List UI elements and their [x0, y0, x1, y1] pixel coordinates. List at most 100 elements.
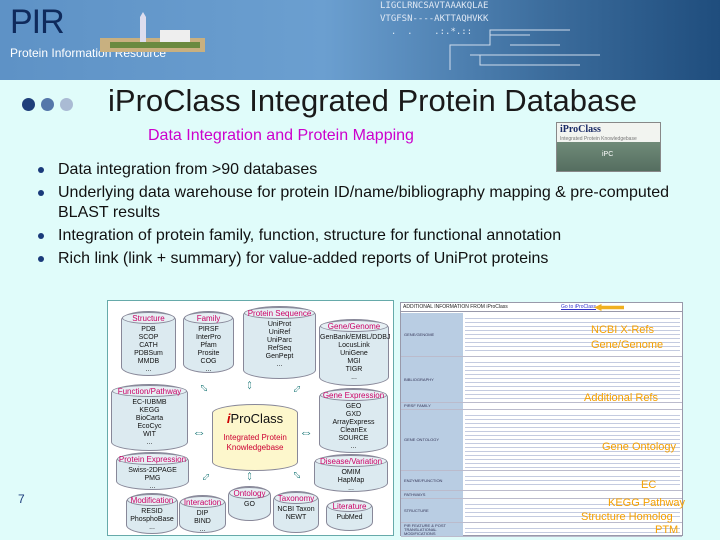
bullet-dot: [60, 98, 73, 111]
double-arrow-icon: ⇔: [194, 465, 216, 487]
report-row-content: [465, 359, 680, 400]
logo-center-label: iPC: [602, 151, 614, 158]
database-list: Swiss-2DPAGE PMG ...: [128, 467, 177, 490]
database-list: UniProt UniRef UniParc RefSeq GenPept ..…: [265, 321, 294, 368]
skyline-image: [100, 12, 205, 52]
pir-banner: PIR Protein Information Resource LIGCLRN…: [0, 0, 720, 80]
bullet-item: Data integration from >90 databases: [38, 160, 708, 180]
report-row: GENE ONTOLOGY: [401, 410, 682, 471]
double-arrow-icon: ⇔: [194, 376, 216, 398]
report-row: PIR FEATURE & POST TRANSLATIONAL MODIFIC…: [401, 523, 682, 537]
database-category-label: Ontology: [229, 487, 270, 499]
double-arrow-icon: ⇔: [243, 378, 259, 392]
annotation-overlay: EC: [641, 479, 657, 491]
sequence-alignment: LIGCLRNCSAVTAAAKQLAE VTGFSN----AKTTAQHVKK…: [380, 0, 488, 39]
sequence-line: . . .:.*.::: [380, 27, 473, 37]
center-description: Integrated Protein Knowledgebase: [223, 433, 287, 452]
report-row: PATHWAYS: [401, 491, 682, 499]
double-arrow-icon: ⇔: [192, 424, 206, 440]
report-row-label: STRUCTURE: [401, 499, 463, 522]
database-list: PubMed: [336, 514, 363, 521]
iproclass-logo-image: iProClass Integrated Protein Knowledgeba…: [556, 122, 661, 172]
report-row-label: GENE/GENOME: [401, 313, 463, 356]
annotation-overlay: Additional Refs: [584, 392, 658, 404]
sequence-line: VTGFSN----AKTTAQHVKK: [380, 14, 489, 24]
title-bullets: [22, 92, 73, 111]
annotation-overlay: PTM: [655, 524, 679, 536]
database-category-label: Function/Pathway: [112, 385, 187, 397]
report-row-label: ENZYME/FUNCTION: [401, 471, 463, 490]
database-list: EC-IUBMB KEGG BioCarta EcoCyc WIT ...: [132, 399, 167, 446]
database-category-label: Interaction: [180, 496, 225, 508]
database-category-label: Disease/Variation: [315, 455, 387, 467]
report-row-content: [465, 525, 680, 534]
database-category-label: Literature: [327, 500, 372, 512]
report-row-label: PATHWAYS: [401, 491, 463, 498]
report-row-content: [465, 501, 680, 520]
double-arrow-icon: ⇔: [285, 377, 307, 399]
logo-title: iProClass: [560, 124, 601, 135]
bullet-dot: [41, 98, 54, 111]
report-row-content: [465, 405, 680, 407]
bullet-list: Data integration from >90 databases Unde…: [38, 160, 708, 272]
database-category-label: Modification: [127, 494, 177, 506]
database-category-label: Taxonomy: [274, 492, 318, 504]
bullet-item: Underlying data warehouse for protein ID…: [38, 183, 708, 223]
report-row-label: PIR FEATURE & POST TRANSLATIONAL MODIFIC…: [401, 523, 463, 536]
logo-subtitle: Integrated Protein Knowledgebase: [560, 136, 637, 142]
database-list: RESID PhosphoBase ...: [130, 508, 174, 531]
report-row-label: GENE ONTOLOGY: [401, 410, 463, 470]
bullet-item: Integration of protein family, function,…: [38, 226, 708, 246]
annotation-overlay: Gene/Genome: [591, 339, 664, 351]
double-arrow-icon: ⇔: [243, 469, 259, 483]
slide-title: iProClass Integrated Protein Database: [108, 83, 638, 118]
iproclass-report-screenshot: ADDITIONAL INFORMATION FROM iProClass Go…: [400, 302, 686, 537]
database-list: PDB SCOP CATH PDBSum MMDB ...: [134, 326, 163, 373]
phylogenetic-tree-graphic: [449, 29, 600, 70]
annotation-overlay: NCBI X-Refs: [591, 324, 654, 336]
go-to-iproclass-link[interactable]: Go to iProClass: [561, 304, 597, 310]
report-row: BIBLIOGRAPHY: [401, 357, 682, 403]
report-row-content: [465, 493, 680, 496]
pir-logo: PIR: [10, 3, 65, 41]
report-row: GENE/GENOME: [401, 313, 682, 357]
report-row-content: [465, 315, 680, 354]
database-list: NCBI Taxon NEWT: [277, 506, 315, 521]
database-list: GenBank/EMBL/DDBJ LocusLink UniGene MGI …: [320, 334, 391, 381]
double-arrow-icon: ⇔: [299, 424, 313, 440]
slide-subtitle: Data Integration and Protein Mapping: [148, 127, 414, 144]
arrow-icon: [594, 304, 624, 311]
database-category-label: Structure: [122, 312, 175, 324]
annotation-overlay: Structure Homolog: [581, 511, 673, 523]
page-number: 7: [18, 492, 25, 506]
report-row: ENZYME/FUNCTION: [401, 471, 682, 491]
database-category-label: Gene/Genome: [320, 320, 388, 332]
bullet-dot: [22, 98, 35, 111]
annotation-overlay: KEGG Pathway: [608, 497, 686, 509]
annotation-overlay: Gene Ontology: [602, 441, 676, 453]
sequence-line: LIGCLRNCSAVTAAAKQLAE: [380, 1, 489, 11]
report-row: STRUCTURE: [401, 499, 682, 523]
database-category-label: Gene Expression: [320, 389, 387, 401]
double-arrow-icon: ⇔: [287, 463, 309, 485]
database-list: PIRSF InterPro Pfam Prosite COG ...: [196, 326, 221, 373]
report-row-label: BIBLIOGRAPHY: [401, 357, 463, 402]
iproclass-name: iProClass: [226, 411, 284, 426]
report-row: PIRSF FAMILY: [401, 403, 682, 410]
bullet-item: Rich link (link + summary) for value-add…: [38, 249, 708, 269]
database-list: DIP BIND ...: [194, 510, 211, 533]
database-list: GEO GXD ArrayExpress CleanEx SOURCE ...: [332, 403, 375, 450]
